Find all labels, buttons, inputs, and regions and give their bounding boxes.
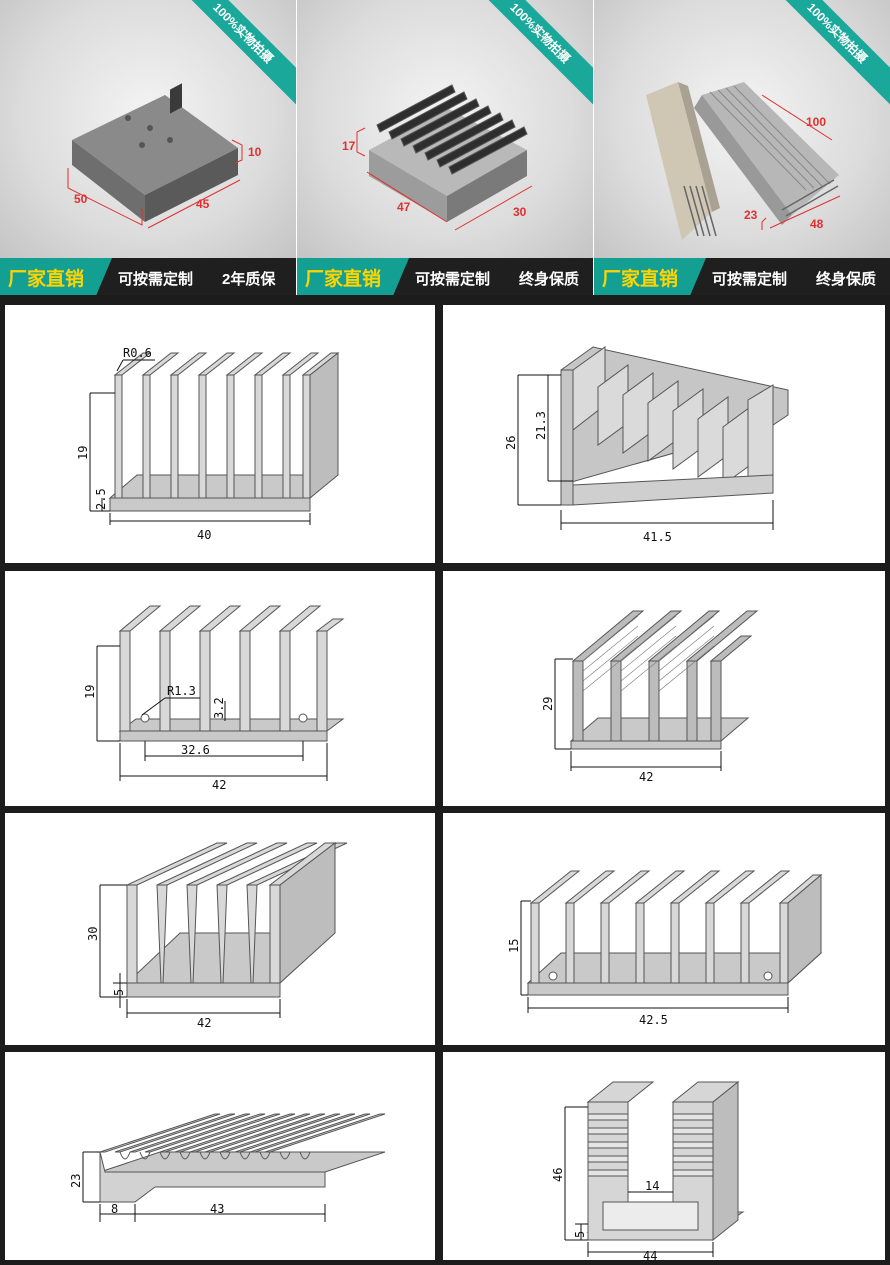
profile-drawing-3: 19 R1.3 3.2 32.6 42 [5, 571, 435, 806]
banner-warranty: 终身保质 [816, 271, 877, 288]
dim-label: 5 [573, 1231, 587, 1238]
heatsink-long-image: 100 23 48 [646, 82, 841, 240]
dim-label: 42 [212, 778, 226, 792]
banner-warranty: 2年质保 [222, 271, 276, 288]
heatsink-plate-image: 50 45 10 [67, 83, 262, 229]
dim-label: 3.2 [212, 697, 226, 719]
product-photo-1: 50 45 10 100%实物拍摄 厂家直销 可按需定制 2年质保 [0, 0, 296, 295]
dim-label: 23 [744, 208, 758, 222]
banner-factory-direct: 厂家直销 [8, 269, 85, 290]
profile-drawing-5: 30 5 42 [5, 813, 435, 1045]
dim-label: 23 [69, 1174, 83, 1188]
banner-factory-direct: 厂家直销 [602, 269, 679, 290]
dim-label: 42 [197, 1016, 211, 1030]
feature-banner: 厂家直销 可按需定制 终身保质 [594, 258, 890, 295]
banner-custom: 可按需定制 [415, 271, 491, 288]
dim-label: 26 [504, 436, 518, 450]
feature-banner: 厂家直销 可按需定制 终身保质 [297, 258, 593, 295]
dim-label: 43 [210, 1202, 224, 1216]
dim-label: 19 [83, 685, 97, 699]
dim-label: 42.5 [639, 1013, 668, 1027]
dim-label: 5 [112, 989, 126, 996]
banner-custom: 可按需定制 [118, 271, 194, 288]
profile-drawing-4: 29 42 [443, 571, 885, 806]
profile-drawing-6: 15 42.5 [443, 813, 885, 1045]
dim-label: 15 [507, 939, 521, 953]
dim-label: 45 [196, 197, 210, 211]
dim-label: 47 [397, 200, 411, 214]
profile-drawing-2: 26 21.3 41.5 [443, 305, 885, 563]
banner-factory-direct: 厂家直销 [305, 269, 382, 290]
dim-label: 50 [74, 192, 88, 206]
profile-drawing-7: 23 8 43 [5, 1052, 435, 1260]
dim-label: 14 [645, 1179, 659, 1193]
dim-label: 40 [197, 528, 211, 542]
product-photo-3: 100 23 48 100%实物拍摄 厂家直销 可按需定制 终身保质 [594, 0, 890, 295]
dim-label: 44 [643, 1249, 657, 1260]
dim-label: 29 [541, 697, 555, 711]
dim-label: 42 [639, 770, 653, 784]
banner-custom: 可按需定制 [712, 271, 788, 288]
profile-drawing-8: 46 14 5 44 [443, 1052, 885, 1260]
product-photo-2: 17 47 30 100%实物拍摄 厂家直销 可按需定制 终身保质 [297, 0, 593, 295]
dim-label: 19 [76, 446, 90, 460]
dim-label: 46 [551, 1168, 565, 1182]
dim-label: 17 [342, 139, 356, 153]
dim-label: 8 [111, 1202, 118, 1216]
dim-label: 2.5 [94, 488, 108, 510]
feature-banner: 厂家直销 可按需定制 2年质保 [0, 258, 296, 295]
heatsink-fins-image: 17 47 30 [342, 84, 533, 231]
dim-label: 41.5 [643, 530, 672, 544]
dim-label: 21.3 [534, 411, 548, 440]
dim-label: 32.6 [181, 743, 210, 757]
photo-strip: 50 45 10 100%实物拍摄 厂家直销 可按需定制 2年质保 [0, 0, 890, 295]
profile-drawing-grid: R0.6 19 2.5 40 [0, 295, 890, 1265]
dim-label: 30 [513, 205, 527, 219]
dim-label: 30 [86, 927, 100, 941]
dim-label: R1.3 [167, 684, 196, 698]
dim-label: R0.6 [123, 346, 152, 360]
banner-warranty: 终身保质 [519, 271, 580, 288]
profile-drawing-1: R0.6 19 2.5 40 [5, 305, 435, 563]
dim-label: 100 [806, 115, 826, 129]
dim-label: 10 [248, 145, 262, 159]
dim-label: 48 [810, 217, 824, 231]
